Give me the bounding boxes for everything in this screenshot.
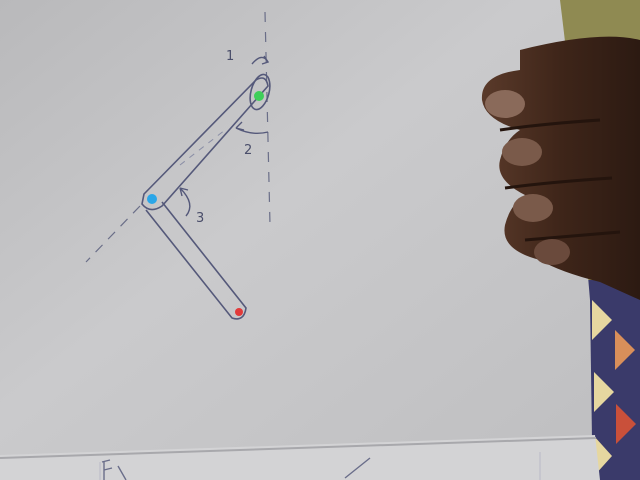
fingernail	[485, 90, 525, 118]
paper-sheet	[0, 0, 592, 462]
fingernail	[513, 194, 553, 222]
top-joint-marker	[254, 91, 264, 101]
end-effector-marker	[235, 308, 243, 316]
top-joint-outline	[249, 73, 271, 111]
fingernail	[534, 239, 570, 265]
hand	[481, 36, 640, 301]
lower-arm-segment	[145, 201, 247, 320]
arm-extension-line	[85, 205, 141, 263]
angle-arc-3	[179, 187, 191, 217]
angle-label-3: 3	[196, 211, 204, 226]
upper-arm-segment	[141, 77, 269, 211]
middle-joint-marker	[147, 194, 157, 204]
vertical-reference-line	[264, 11, 271, 226]
angle-label-1: 1	[226, 49, 234, 64]
patterned-cloth	[588, 280, 640, 480]
paper-sheet-lower	[0, 435, 600, 480]
angle-label-2: 2	[244, 143, 252, 158]
fingernail	[502, 138, 542, 166]
